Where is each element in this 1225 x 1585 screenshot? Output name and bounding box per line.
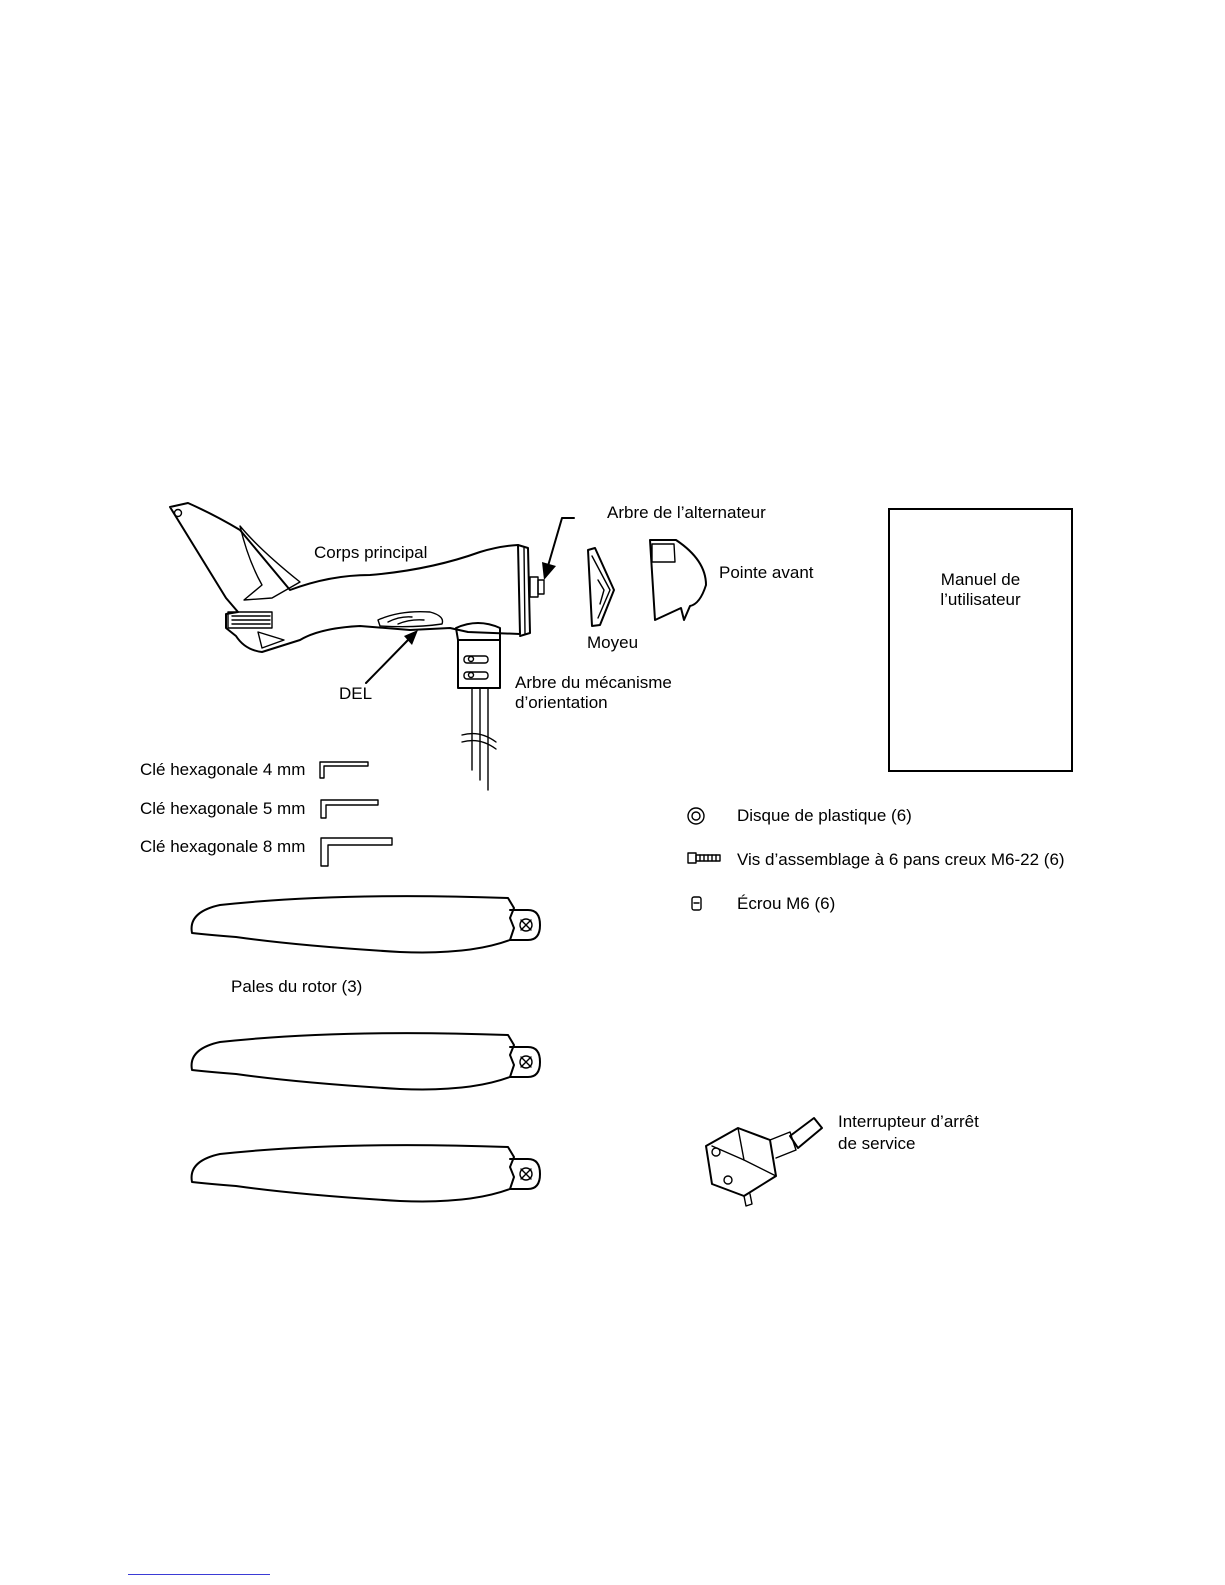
rotor-blade-1 [190, 895, 541, 954]
rotor-blade-2 [190, 1032, 541, 1091]
label-pointe-avant: Pointe avant [719, 563, 814, 582]
hex-key-icon-8 [320, 837, 393, 867]
bolt-icon [687, 852, 721, 864]
label-cle-4: Clé hexagonale 4 mm [140, 760, 306, 779]
label-cle-5: Clé hexagonale 5 mm [140, 799, 306, 818]
label-arbre-alternateur: Arbre de l’alternateur [607, 503, 766, 522]
label-ecrou: Écrou M6 (6) [737, 894, 836, 913]
manual-title: Manuel de l’utilisateur [890, 570, 1071, 610]
hex-key-icon-4 [319, 761, 369, 779]
label-vis: Vis d’assemblage à 6 pans creux M6-22 (6… [737, 850, 1065, 869]
nut-icon [691, 896, 702, 911]
label-moyeu: Moyeu [587, 633, 639, 652]
manual-title-line-1: Manuel de [940, 570, 1021, 589]
hex-key-icon-5 [320, 799, 379, 819]
footer-underline [128, 1574, 270, 1575]
label-corps-principal: Corps principal [314, 543, 428, 562]
label-pales: Pales du rotor (3) [231, 977, 363, 996]
rotor-blade-3 [190, 1144, 541, 1203]
label-arbre-orientation-1: Arbre du mécanisme [515, 673, 672, 692]
label-disque: Disque de plastique (6) [737, 806, 912, 825]
user-manual-box: Manuel de l’utilisateur [888, 508, 1073, 772]
washer-icon [687, 807, 705, 825]
manual-title-line-2: l’utilisateur [940, 590, 1021, 609]
label-arbre-orientation-2: d’orientation [515, 693, 608, 712]
label-cle-8: Clé hexagonale 8 mm [140, 837, 306, 856]
label-interrupteur-2: de service [838, 1134, 916, 1153]
label-del: DEL [339, 684, 373, 703]
label-interrupteur-1: Interrupteur d’arrêt [838, 1112, 979, 1131]
